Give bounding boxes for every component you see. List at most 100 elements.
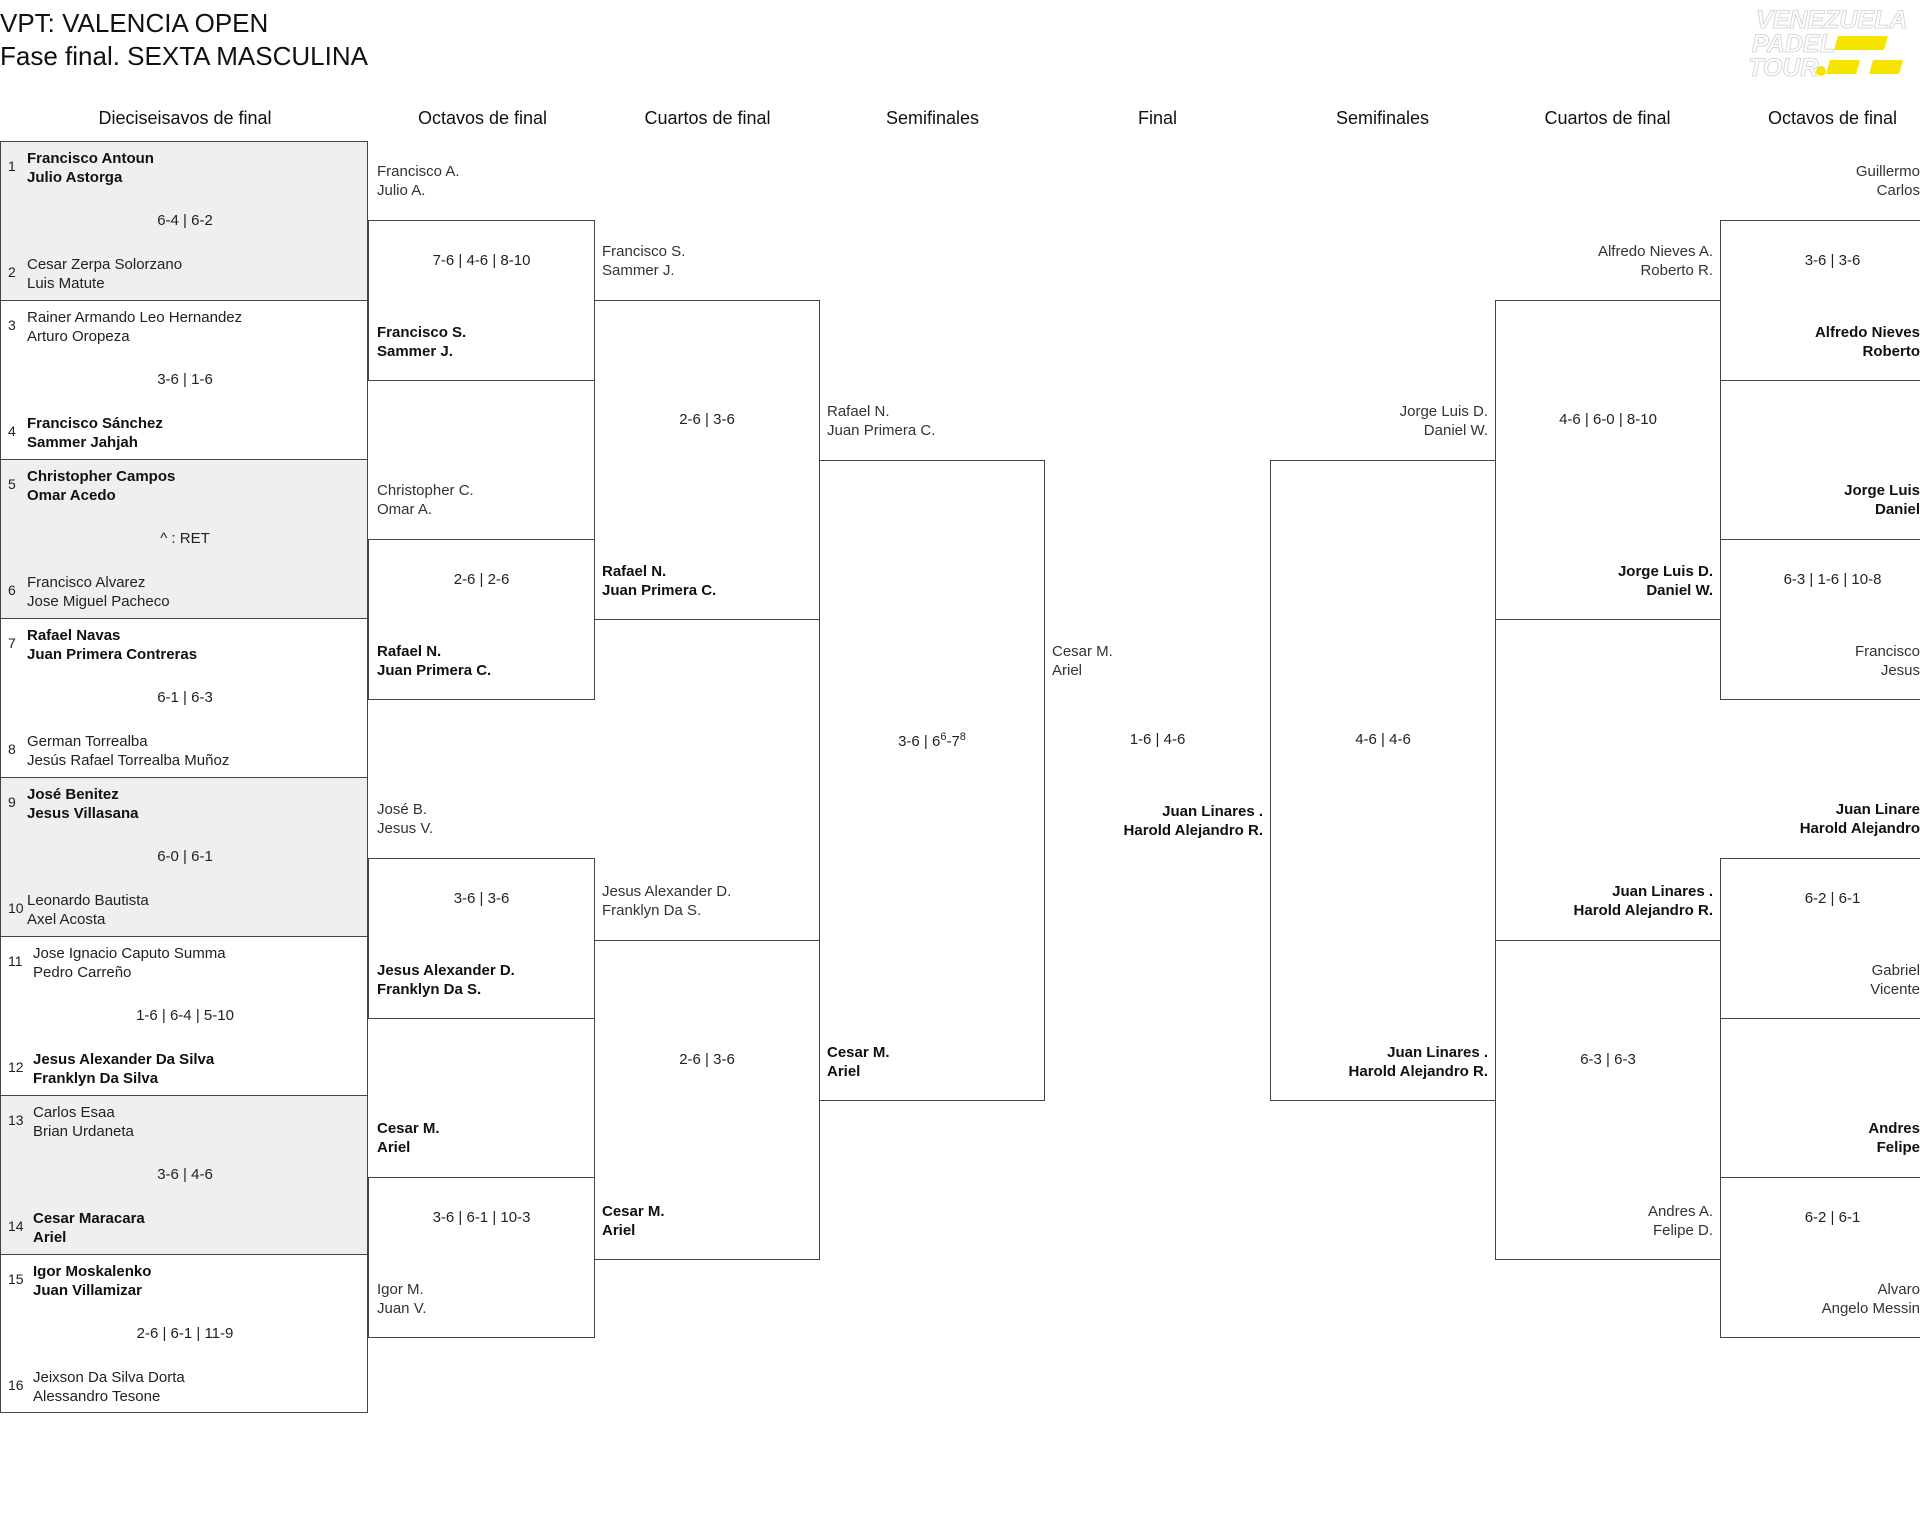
bracket-connector: [1720, 1177, 1920, 1338]
team-top-player-1: Alfredo Nieves A.: [1597, 243, 1713, 260]
team-bottom: Juan Linares . Harold Alejandro R.: [1349, 1043, 1488, 1081]
bracket-connector: [368, 858, 595, 1019]
team-top-player-2: Jesus V.: [377, 820, 434, 837]
round-header-dieciseisavos: Dieciseisavos de final: [98, 108, 272, 128]
team-bottom-player-1: Rafael N.: [377, 643, 442, 660]
team-bottom: Rafael N.Juan Primera C.: [377, 642, 491, 680]
team-top-player-2: Ariel: [1052, 662, 1083, 679]
team-top: Jorge Luis D.Daniel W.: [1400, 402, 1488, 440]
team-bottom-player-2: Ariel: [602, 1222, 636, 1239]
match-score: 4-6 | 6-0 | 8-10: [1559, 411, 1657, 428]
team-top-player-1: Guillermo: [1855, 163, 1920, 180]
team-top-player-1: Juan Linare: [1835, 801, 1920, 818]
team-top-player-1: Carlos Esaa: [33, 1104, 115, 1121]
team-bottom-player-2: Angelo Messin: [1821, 1300, 1920, 1317]
logo-dot: [1816, 66, 1826, 76]
team-bottom: Andres A.Felipe D.: [1648, 1202, 1713, 1240]
team-bottom-player-1: Cesar M.: [827, 1044, 890, 1061]
team-bottom-player-1: Gabriel: [1871, 962, 1920, 979]
round-header-final: Final: [1137, 108, 1177, 128]
team-bottom-player-1: Alfredo Nieves: [1814, 324, 1920, 341]
team-top-player-1: Rafael Navas: [27, 627, 121, 644]
logo-word-3: TOUR: [1748, 54, 1818, 82]
team-bottom: Jorge Luis D. Daniel W.: [1618, 562, 1713, 600]
team-top-player-2: Juan Primera C.: [827, 422, 936, 439]
seed-number: 6: [8, 582, 16, 598]
team-top: Cesar M.Ariel: [377, 1119, 440, 1157]
team-bottom-player-2: Sammer Jahjah: [27, 434, 138, 451]
bracket-connector: [819, 460, 1045, 1101]
team-top-player-2: Harold Alejandro R.: [1573, 902, 1713, 919]
team-top-player-2: Felipe: [1876, 1139, 1920, 1156]
team-bottom-player-2: Franklyn Da Silva: [33, 1070, 159, 1087]
page-title: VPT: VALENCIA OPEN: [0, 8, 269, 38]
team-bottom-player-2: Harold Alejandro R.: [1123, 822, 1263, 839]
seed-number: 2: [8, 264, 16, 280]
team-top-player-1: Jorge Luis D.: [1399, 403, 1488, 420]
team-top-player-1: Andres: [1868, 1120, 1920, 1137]
team-top-player-1: Jose Ignacio Caputo Summa: [33, 945, 226, 962]
team-top-player-2: Juan Villamizar: [33, 1282, 142, 1299]
team-bottom-player-2: Harold Alejandro R.: [1348, 1063, 1488, 1080]
round-header-cuartos-right: Cuartos de final: [1544, 108, 1671, 128]
seed-number: 10: [8, 900, 24, 916]
team-top-player-2: Omar Acedo: [27, 487, 116, 504]
match-score: 6-3 | 6-3: [1580, 1051, 1636, 1068]
team-bottom-player-2: Daniel W.: [1646, 582, 1713, 599]
team-bottom-player-1: Rafael N.: [602, 563, 667, 580]
match-score: 2-6 | 2-6: [453, 571, 510, 588]
team-top-player-2: Daniel: [1874, 501, 1920, 518]
team-bottom-player-2: Roberto: [1862, 343, 1920, 360]
logo-word-1: VENEZUELA: [1756, 6, 1907, 34]
team-top-player-2: Harold Alejandro: [1799, 820, 1920, 837]
team-bottom-player-2: Juan Primera C.: [602, 582, 717, 599]
round-header-semifinales-left: Semifinales: [885, 108, 980, 128]
team-bottom-player-2: Jose Miguel Pacheco: [27, 593, 170, 610]
bracket-connector: [594, 940, 820, 1260]
team-top: Alfredo Nieves A.Roberto R.: [1598, 242, 1713, 280]
team-bottom: Cesar M.Ariel: [827, 1043, 890, 1081]
bracket-connector: [368, 1177, 595, 1338]
match-score: 6-4 | 6-2: [157, 212, 213, 229]
team-bottom-player-1: Cesar Zerpa Solorzano: [27, 256, 183, 273]
team-top-player-1: Rafael N.: [827, 403, 890, 420]
team-top-player-1: José Benitez: [27, 786, 119, 803]
match-score: 6-0 | 6-1: [157, 848, 213, 865]
seed-number: 14: [8, 1218, 24, 1234]
team-top: Jesus Alexander D. Franklyn Da S.: [602, 882, 731, 920]
team-bottom: Igor M.Juan V.: [377, 1280, 427, 1318]
team-top-player-2: Brian Urdaneta: [33, 1123, 134, 1140]
team-bottom-player-2: Juan V.: [377, 1300, 427, 1317]
team-bottom-player-1: Francisco Sánchez: [27, 415, 163, 432]
match-score: 1-6 | 4-6: [1129, 731, 1186, 748]
team-top-player-1: Francisco Antoun: [27, 150, 154, 167]
team-top-player-2: Omar A.: [377, 501, 433, 518]
match-score: 3-6 | 1-6: [157, 371, 213, 388]
match-score: 3-6 | 66-78: [819, 731, 1045, 750]
team-bottom-player-1: Juan Linares .: [1387, 1044, 1488, 1061]
team-top-player-2: Franklyn Da S.: [602, 902, 702, 919]
round-header-semifinales-right: Semifinales: [1335, 108, 1430, 128]
team-bottom-player-1: Jorge Luis D.: [1617, 563, 1713, 580]
match-score: 3-6 | 3-6: [453, 890, 510, 907]
logo-stripe-right: [1869, 60, 1903, 74]
score-part: -7: [946, 733, 960, 750]
team-top: Francisco A.Julio A.: [377, 162, 460, 200]
team-bottom-player-2: Alessandro Tesone: [33, 1388, 161, 1405]
team-top-player-2: Julio A.: [377, 182, 426, 199]
team-top-player-1: Jesus Alexander D.: [602, 883, 732, 900]
match-score: 4-6 | 4-6: [1355, 731, 1411, 748]
